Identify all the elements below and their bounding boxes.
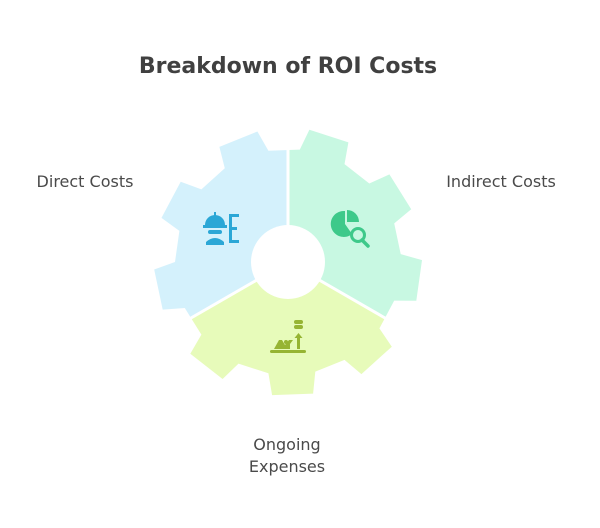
- ongoing-expenses-label: Ongoing Expenses: [222, 434, 352, 478]
- growth-coins-icon: [270, 320, 306, 353]
- ongoing-expenses-label-line-1: Ongoing: [253, 435, 321, 454]
- worker-icon: [203, 212, 239, 245]
- indirect-costs-label: Indirect Costs: [446, 172, 556, 191]
- ongoing-expenses-label-line-2: Expenses: [248, 457, 326, 476]
- page-title: Breakdown of ROI Costs: [138, 54, 438, 79]
- pie-chart-magnifier-icon: [330, 210, 370, 248]
- direct-costs-label: Direct Costs: [36, 172, 134, 191]
